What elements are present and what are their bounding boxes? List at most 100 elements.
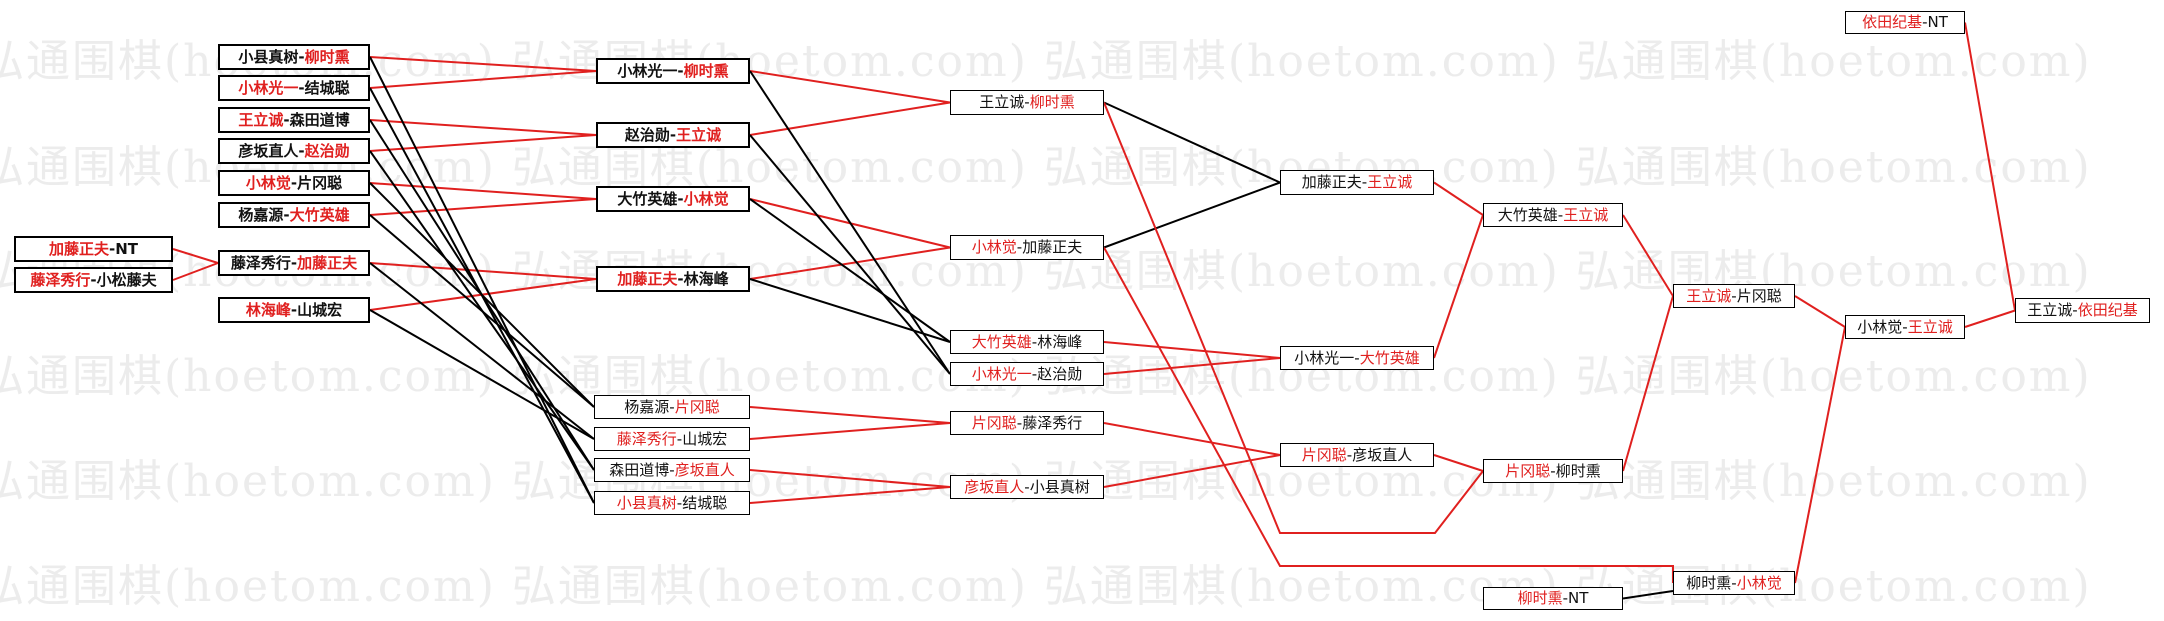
vs-separator: - — [676, 493, 683, 512]
vs-separator: - — [1557, 205, 1564, 224]
player-name: 结城聪 — [682, 493, 728, 512]
player-name: 小县真树 — [1029, 477, 1090, 496]
player-name: 杨嘉源 — [238, 205, 284, 224]
winner-connector-f1-f2 — [1964, 22, 2016, 311]
winner-connector-w5-l12 — [1103, 102, 1484, 534]
match-box-l6: 小林光一-赵治勋 — [950, 362, 1104, 386]
winner-connector-l5-l9 — [1103, 341, 1281, 359]
vs-separator: - — [1902, 317, 1908, 336]
player-name: 大竹英雄 — [971, 332, 1032, 351]
vs-separator: - — [90, 270, 97, 289]
player-name: 加藤正夫 — [297, 253, 358, 272]
vs-separator: - — [1016, 238, 1023, 256]
player-name: 彦坂直人 — [1352, 445, 1413, 464]
match-box-l14: 柳时熏-小林觉 — [1673, 571, 1795, 595]
player-name: 赵治勋 — [1037, 364, 1083, 383]
vs-separator: - — [2072, 301, 2078, 319]
match-box-l16: 小林觉-王立诚 — [1845, 315, 1965, 339]
winner-connector-r5-w3 — [369, 182, 597, 200]
match-box-r7: 藤泽秀行-加藤正夫 — [218, 250, 370, 276]
player-name: 彦坂直人 — [674, 460, 735, 479]
loser-connector-r5-l1 — [369, 182, 595, 408]
player-name: 加藤正夫 — [617, 269, 678, 288]
winner-connector-r1-w1 — [369, 56, 597, 72]
player-name: 柳时熏 — [1686, 573, 1732, 592]
player-name: NT — [1927, 13, 1948, 31]
loser-connector-w5-w7 — [1103, 101, 1281, 184]
player-name: 大竹英雄 — [1497, 205, 1558, 224]
player-name: 结城聪 — [304, 78, 350, 97]
player-name: 王立诚 — [979, 93, 1025, 111]
match-box-l13: 王立诚-片冈聪 — [1673, 284, 1795, 308]
match-box-l15: 柳时熏-NT — [1483, 587, 1623, 610]
player-name: 依田纪基 — [1862, 13, 1923, 31]
player-name: 小林光一 — [238, 78, 299, 97]
player-name: 王立诚 — [1563, 205, 1609, 224]
loser-connector-l15-l14 — [1622, 590, 1674, 600]
winner-connector-l10-l12 — [1433, 454, 1484, 472]
winner-connector-r4-w2 — [369, 134, 597, 152]
vs-separator: - — [1031, 364, 1038, 383]
loser-connector-w1-l6 — [749, 70, 951, 375]
match-box-r8: 林海峰-山城宏 — [218, 297, 370, 323]
winner-connector-l4-l8 — [749, 486, 951, 504]
match-box-l1: 杨嘉源-片冈聪 — [594, 395, 750, 419]
match-box-a2: 藤泽秀行-小松藤夫 — [14, 267, 173, 293]
player-name: 王立诚 — [238, 110, 284, 129]
match-box-a1: 加藤正夫-NT — [14, 236, 173, 262]
winner-connector-l9-l11 — [1433, 214, 1484, 359]
player-name: 依田纪基 — [2077, 301, 2138, 319]
vs-separator: - — [1550, 461, 1556, 480]
match-box-w5: 王立诚-柳时熏 — [950, 90, 1104, 115]
player-name: 大竹英雄 — [289, 205, 350, 224]
vs-separator: - — [1024, 477, 1030, 496]
vs-separator: - — [1024, 93, 1030, 111]
match-box-w4: 加藤正夫-林海峰 — [596, 266, 750, 292]
player-name: 赵治勋 — [624, 125, 670, 144]
player-name: 柳时熏 — [1555, 461, 1601, 480]
winner-connector-a2-r7 — [172, 262, 219, 281]
match-box-l11: 大竹英雄-王立诚 — [1483, 203, 1623, 227]
winner-connector-r7-w4 — [369, 262, 597, 280]
player-name: 山城宏 — [297, 300, 343, 319]
vs-separator: - — [1354, 348, 1360, 367]
player-name: 片冈聪 — [1301, 445, 1347, 464]
match-box-r1: 小县真树-柳时熏 — [218, 44, 370, 70]
winner-connector-l2-l7 — [749, 422, 951, 440]
vs-separator: - — [290, 300, 298, 319]
match-box-l3: 森田道博-彦坂直人 — [594, 458, 750, 482]
match-box-w6: 小林觉-加藤正夫 — [950, 235, 1104, 260]
vs-separator: - — [1016, 413, 1023, 432]
vs-separator: - — [677, 61, 684, 80]
winner-connector-l12-l13 — [1622, 295, 1674, 472]
player-name: 林海峰 — [1037, 332, 1083, 351]
player-name: 柳时熏 — [1517, 589, 1563, 607]
match-box-f2: 王立诚-依田纪基 — [2015, 298, 2150, 323]
player-name: 小林光一 — [1294, 348, 1355, 367]
vs-separator: - — [1031, 332, 1038, 351]
vs-separator: - — [108, 239, 116, 258]
player-name: 小林觉 — [245, 173, 291, 192]
winner-connector-r8-w4 — [369, 278, 597, 311]
player-name: 藤泽秀行 — [30, 270, 91, 289]
winner-connector-w2-w5 — [749, 101, 951, 136]
player-name: 王立诚 — [676, 125, 722, 144]
winner-connector-r6-w3 — [369, 198, 597, 216]
loser-connector-r8-l2 — [369, 309, 595, 440]
player-name: 加藤正夫 — [1301, 173, 1362, 191]
player-name: NT — [1568, 589, 1589, 607]
player-name: 片冈聪 — [1736, 286, 1782, 305]
vs-separator: - — [290, 173, 298, 192]
player-name: 王立诚 — [2027, 301, 2073, 319]
vs-separator: - — [283, 205, 290, 224]
winner-connector-r3-w2 — [369, 119, 597, 136]
player-name: 林海峰 — [245, 300, 291, 319]
vs-separator: - — [669, 397, 675, 416]
player-name: 彦坂直人 — [964, 477, 1025, 496]
vs-separator: - — [669, 460, 675, 479]
winner-connector-w1-w5 — [749, 70, 951, 104]
match-box-l10: 片冈聪-彦坂直人 — [1280, 443, 1434, 467]
player-name: 小林觉 — [1857, 317, 1903, 336]
vs-separator: - — [677, 189, 684, 208]
